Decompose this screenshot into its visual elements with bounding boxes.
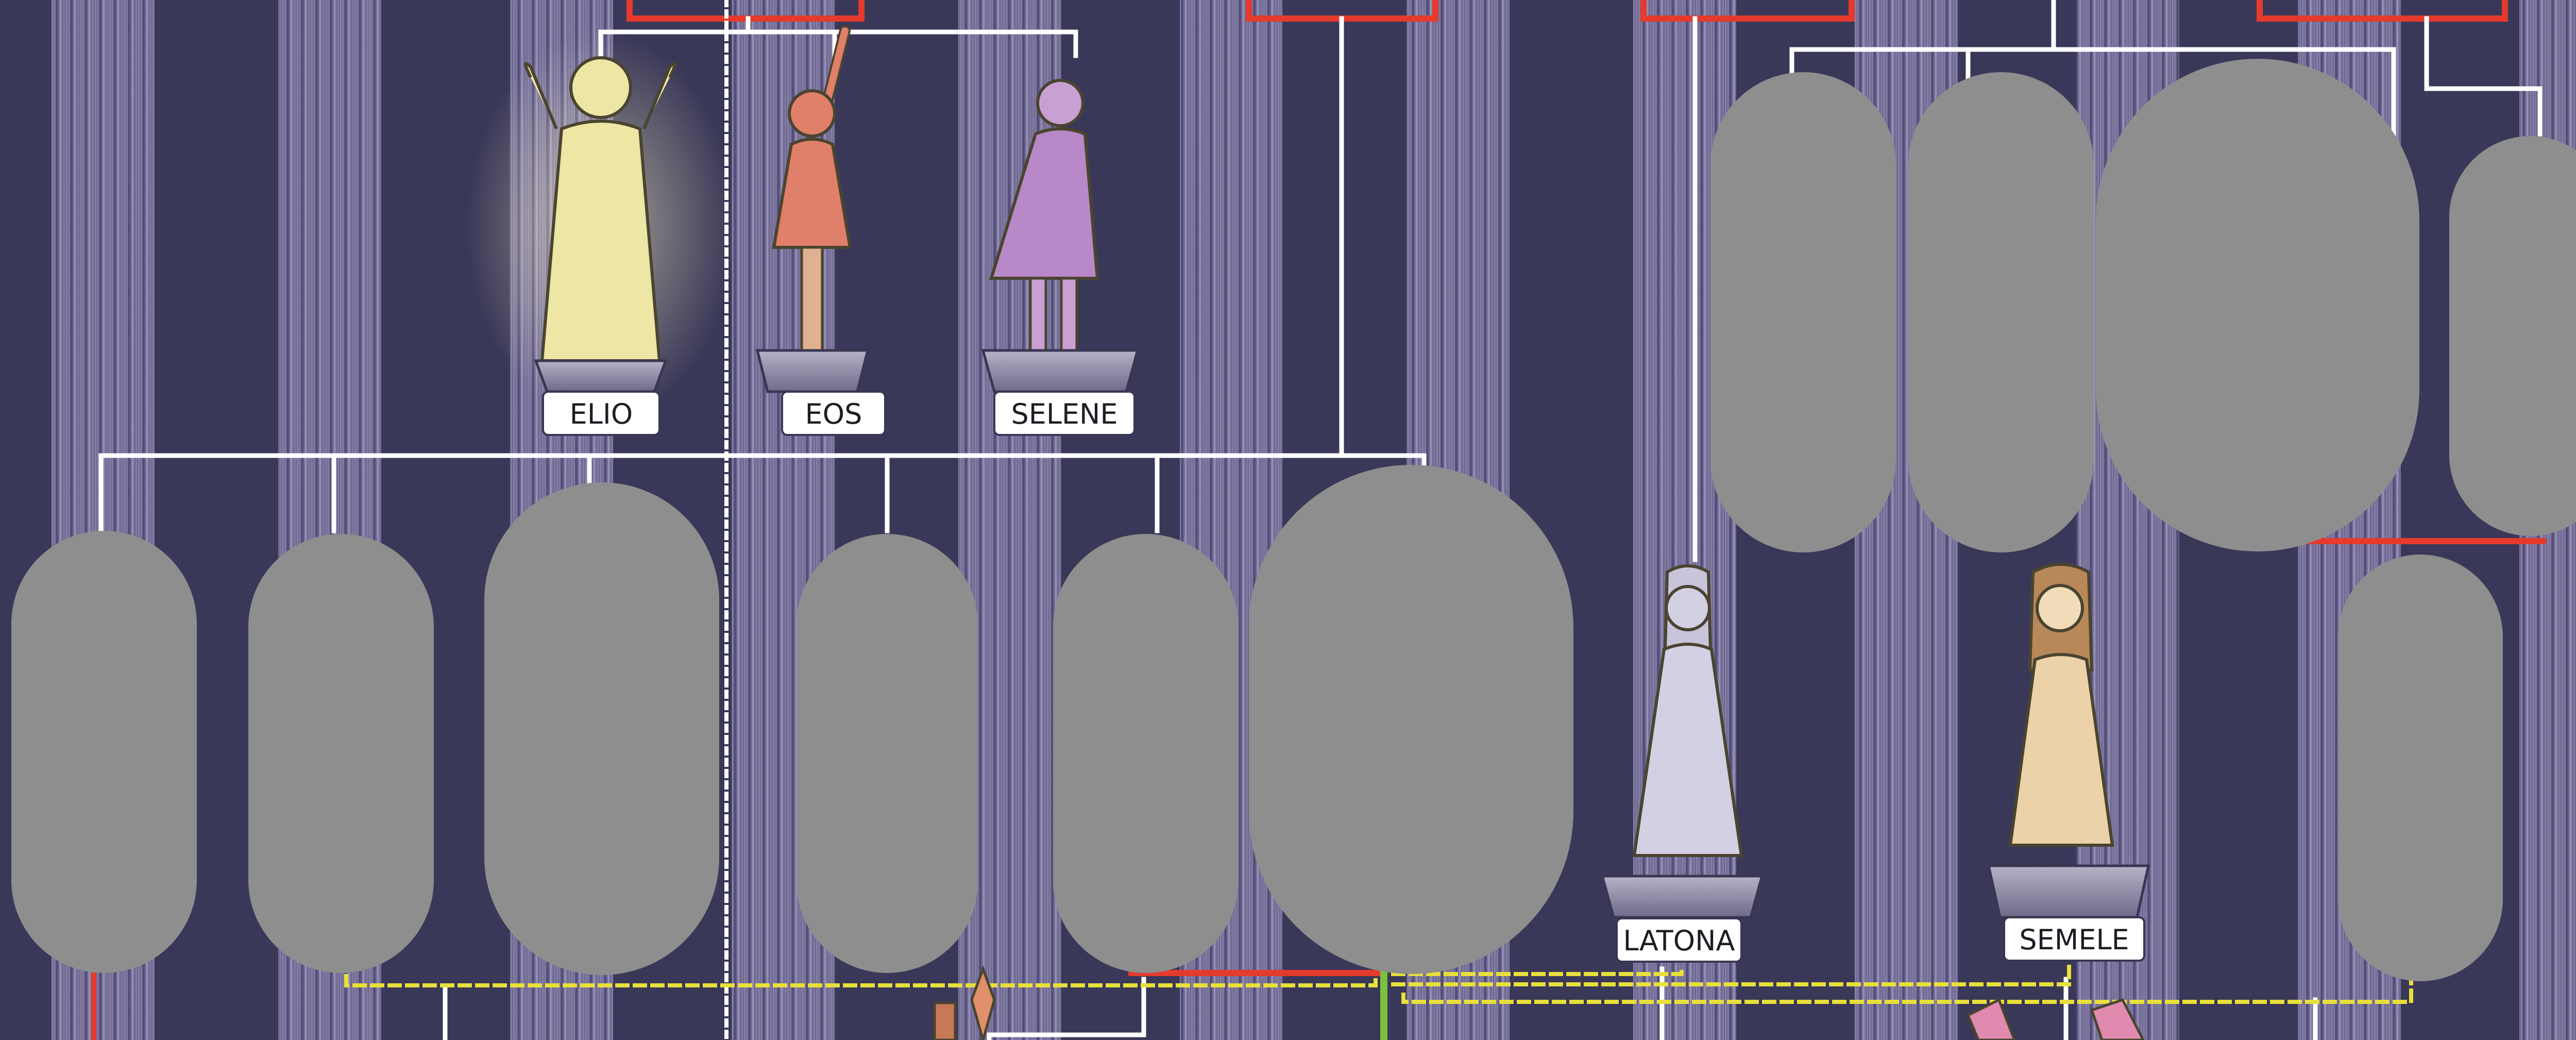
redacted-region xyxy=(248,534,434,973)
redacted-region xyxy=(2338,555,2503,981)
latona-pedestal xyxy=(1602,876,1762,917)
redacted-region xyxy=(484,482,719,975)
redacted-region xyxy=(796,534,978,973)
selene-label: SELENE xyxy=(1011,398,1117,430)
semele-label: SEMELE xyxy=(2019,924,2129,956)
redacted-region xyxy=(1053,534,1239,973)
eos-pedestal xyxy=(757,350,868,392)
semele-pedestal xyxy=(1989,866,2148,917)
redacted-region xyxy=(1908,72,2094,552)
latona-label: LATONA xyxy=(1623,925,1735,957)
redacted-region xyxy=(2449,136,2576,536)
redacted-region xyxy=(1249,465,1573,974)
elio-label: ELIO xyxy=(570,398,633,430)
redacted-region xyxy=(2096,59,2419,551)
redacted-region xyxy=(1710,72,1896,552)
selene-pedestal xyxy=(983,350,1138,392)
redacted-region xyxy=(11,531,197,973)
eos-label: EOS xyxy=(805,398,862,430)
elio-pedestal xyxy=(536,361,666,392)
